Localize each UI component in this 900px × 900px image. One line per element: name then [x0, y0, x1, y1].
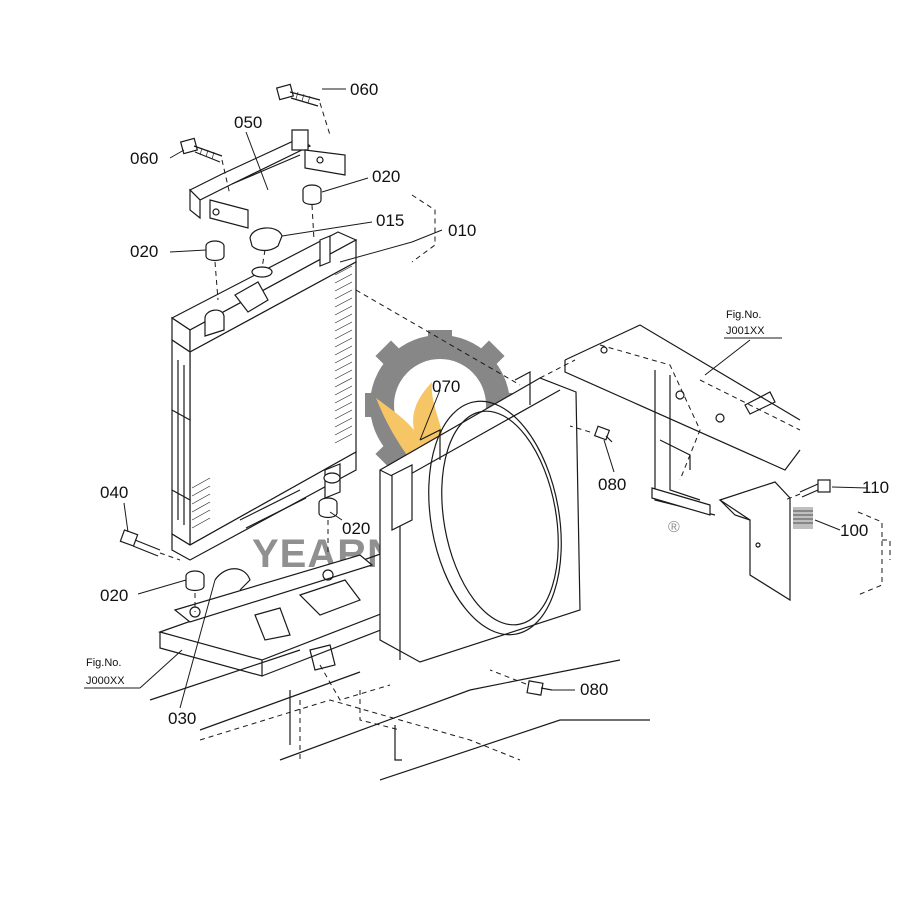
callout-070: 070: [432, 377, 460, 396]
callout-020-lower-left: 020: [100, 586, 128, 605]
callout-010: 010: [448, 221, 476, 240]
callout-060-lower: 060: [130, 149, 158, 168]
radiator: [170, 231, 358, 561]
callout-040: 040: [100, 483, 128, 502]
right-frame: [564, 324, 801, 516]
figref-left-label: Fig.No.: [86, 657, 121, 669]
bolt-060-lower: [179, 137, 231, 196]
group-bracket-010: [411, 194, 436, 263]
callout-030: 030: [168, 709, 196, 728]
cushion-020-top-left: [205, 240, 225, 301]
callout-020-top-left: 020: [130, 242, 158, 261]
callout-060-upper: 060: [350, 80, 378, 99]
callout-050: 050: [234, 113, 262, 132]
lower-cushion-020-left: [185, 570, 205, 612]
mesh-pad-100: [793, 507, 813, 529]
callout-020-top-right: 020: [372, 167, 400, 186]
radiator-cap-015: [249, 227, 283, 269]
radiator-fins: [191, 265, 353, 529]
upper-bracket: [188, 129, 346, 229]
bolt-110: [784, 479, 831, 501]
callout-080-upper: 080: [598, 475, 626, 494]
figref-right-code: J001XX: [726, 325, 765, 337]
watermark-registered-mark: ®: [668, 519, 680, 536]
cushion-020-top-right: [302, 184, 322, 241]
group-bracket-right: [857, 511, 883, 596]
leader-lines: [123, 88, 869, 709]
figref-right-label: Fig.No.: [726, 309, 761, 321]
group-bracket-right-tail: [882, 539, 891, 560]
callout-020-lower-right: 020: [342, 519, 370, 538]
bolt-060-upper: [275, 83, 331, 136]
bolt-040: [119, 529, 181, 561]
side-cover-plate: [718, 481, 791, 602]
bolt-080-lower: [489, 669, 553, 696]
callout-080-lower: 080: [580, 680, 608, 699]
bolt-080-upper: [569, 425, 613, 443]
figref-left-code: J000XX: [86, 675, 125, 687]
callout-100: 100: [840, 521, 868, 540]
callout-015: 015: [376, 211, 404, 230]
callout-110: 110: [862, 478, 889, 497]
fan-shroud: [355, 289, 581, 663]
